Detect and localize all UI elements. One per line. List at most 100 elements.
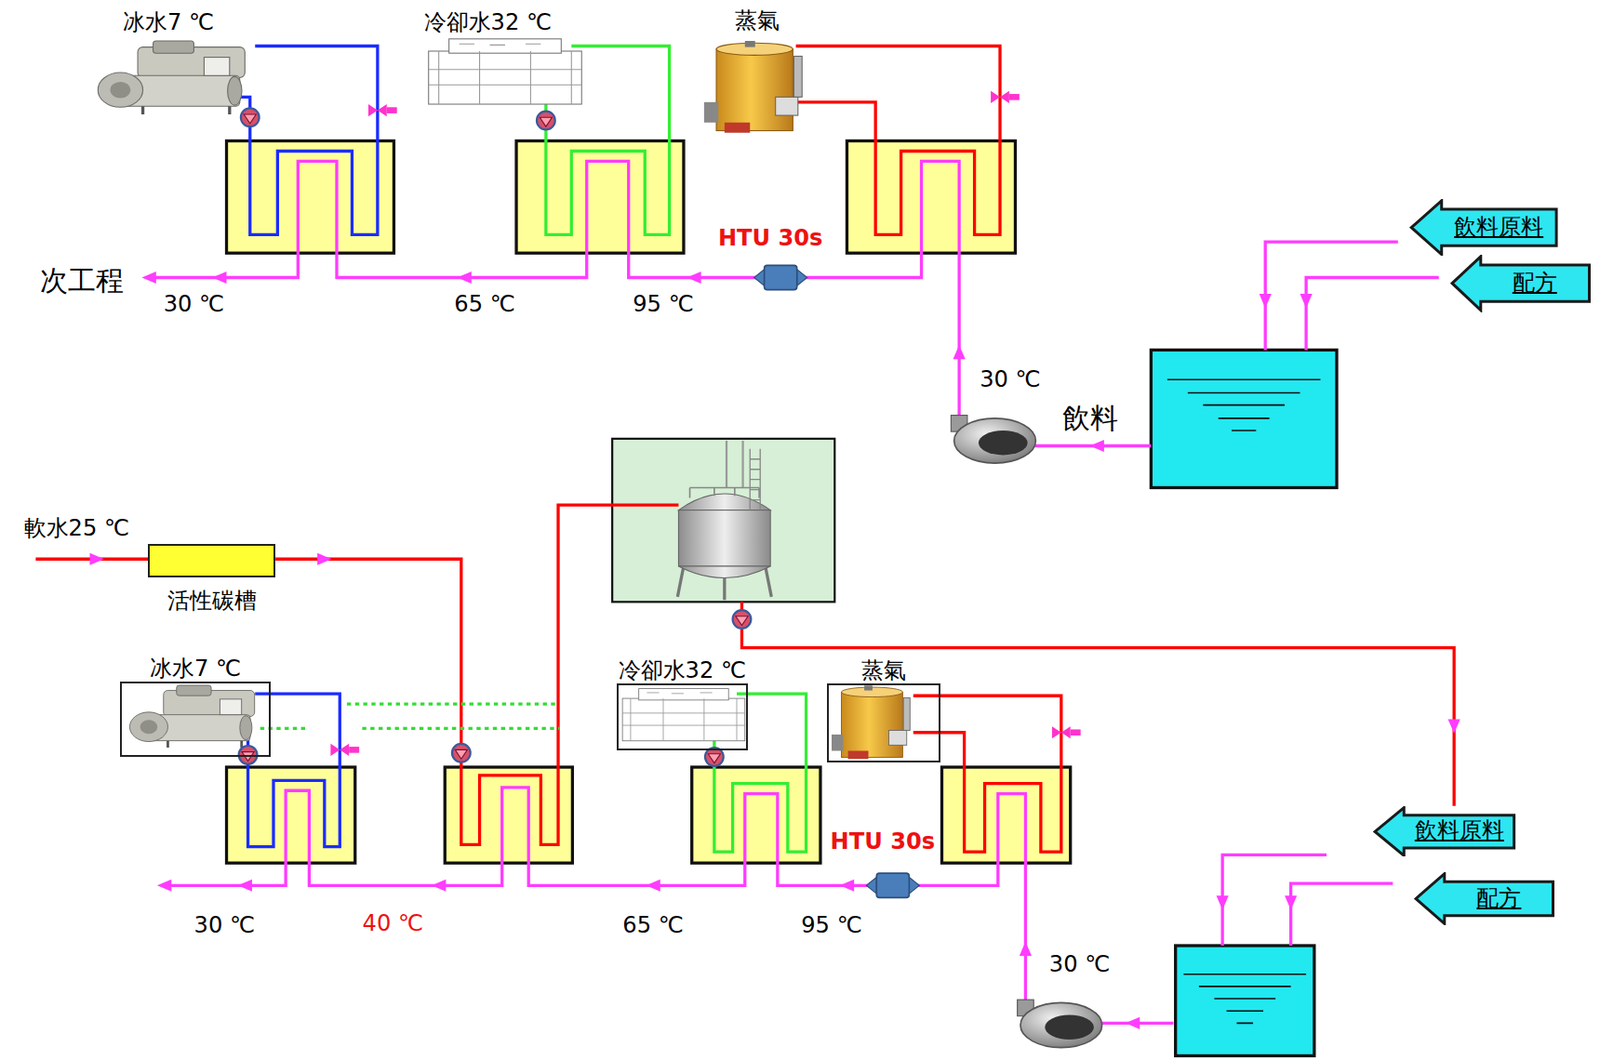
- valve-symbol: [368, 104, 398, 117]
- pipe: [260, 704, 560, 729]
- flow-arrowhead: [1090, 440, 1105, 453]
- flow-label: 30 ℃: [163, 292, 225, 319]
- flow-label: 飲料: [1062, 402, 1119, 435]
- tank-name: 活性碳槽: [167, 588, 257, 615]
- silo-panel: [612, 439, 835, 603]
- silo-panel: [749, 449, 760, 511]
- flow-label: 65 ℃: [622, 912, 683, 940]
- flow-arrowhead: [238, 880, 253, 893]
- input-name: 飲料原料: [1453, 214, 1544, 241]
- flow-label: 30 ℃: [1049, 950, 1110, 978]
- heat-exchanger: [692, 767, 821, 864]
- storage-tank: [1175, 946, 1315, 1056]
- equipment-illustration: [129, 685, 254, 748]
- pipe: [1093, 854, 1393, 1024]
- pump-symbol: [240, 107, 260, 127]
- equipment-name: 蒸氣: [861, 657, 907, 685]
- equipment-name: 冰水7 ℃: [149, 655, 241, 683]
- heat-exchanger: [226, 141, 1071, 865]
- pipe: [741, 601, 1454, 806]
- flow-arrowhead: [431, 880, 446, 893]
- flow-arrowhead: [1259, 293, 1272, 308]
- storage-tank: [1183, 974, 1307, 1025]
- equipment-illustration: [704, 40, 802, 134]
- silo-panel: [678, 566, 771, 579]
- flow-label: 冷卻水32 ℃: [424, 9, 552, 37]
- carbon-tank: 活性碳槽: [147, 544, 276, 578]
- arrow-shape: [1415, 874, 1553, 925]
- flow-label: 冷卻水32 ℃: [424, 10, 552, 37]
- flow-arrowhead: [953, 345, 966, 360]
- input-name: 配方: [1512, 270, 1558, 297]
- tank-name: 活性碳槽: [167, 587, 257, 615]
- heat-exchanger: [444, 767, 573, 864]
- flow-label: HTU 30s: [718, 224, 824, 252]
- heat-exchanger: [941, 767, 1070, 864]
- storage-tank: [1150, 349, 1337, 488]
- silo-panel: [678, 510, 771, 567]
- flow-arrowhead: [141, 271, 156, 284]
- arrow-text-area: 配方: [1480, 265, 1589, 302]
- flow-label: HTU 30s: [830, 829, 936, 856]
- flow-label: HTU 30s: [718, 225, 824, 252]
- equipment-name: 蒸氣: [861, 658, 907, 685]
- valve-symbol: [330, 744, 360, 757]
- flow-label: 95 ℃: [632, 292, 694, 319]
- htu-symbol: [754, 265, 808, 290]
- flow-label: 30 ℃: [1049, 951, 1110, 978]
- flow-label: 30 ℃: [194, 912, 255, 940]
- equipment-name: 冰水7 ℃: [149, 656, 241, 683]
- flow-label: 30 ℃: [979, 366, 1040, 394]
- pipe: [913, 695, 1062, 853]
- flow-arrowhead: [157, 880, 172, 893]
- flow-arrowhead: [1300, 293, 1313, 308]
- pump-symbol: [239, 107, 1103, 1048]
- flow-label: 次工程: [40, 265, 124, 297]
- input-arrow: 飲料原料: [1372, 806, 1518, 858]
- pipe: [1032, 241, 1440, 446]
- flow-arrowhead: [1216, 895, 1229, 910]
- input-name: 配方: [1476, 886, 1521, 913]
- flow-arrowhead: [90, 553, 105, 566]
- input-arrow: 配方: [1449, 254, 1593, 312]
- flow-label: 65 ℃: [453, 291, 515, 319]
- input-arrow: 配方: [1413, 872, 1557, 926]
- equipment-name: 冷卻水32 ℃: [618, 657, 747, 685]
- pipe: [168, 787, 1026, 1006]
- pump-symbol: [733, 610, 752, 629]
- equipment-frame: 冰水7 ℃: [120, 681, 270, 758]
- flow-arrowhead: [90, 271, 1461, 1030]
- arrow-shape: [1452, 256, 1589, 311]
- arrow-shape: [1374, 807, 1515, 856]
- valve-symbol: [1052, 726, 1081, 739]
- valve-symbol: [990, 91, 1020, 104]
- equipment-frame: 冷卻水32 ℃: [616, 683, 749, 751]
- equipment-illustration: [831, 685, 910, 760]
- flow-label: 30 ℃: [979, 367, 1040, 394]
- flow-label: HTU 30s: [830, 828, 936, 856]
- flow-arrowhead: [1019, 942, 1032, 957]
- silo-panel: [677, 566, 772, 600]
- equipment-frame: 蒸氣: [826, 683, 942, 764]
- pump-symbol: [950, 415, 1036, 465]
- valve-symbol: [330, 91, 1080, 757]
- input-name: 飲料原料: [1414, 818, 1505, 845]
- equipment-illustration: [622, 689, 746, 742]
- flow-label: 95 ℃: [800, 912, 862, 940]
- arrow-text-area: 飲料原料: [1440, 209, 1556, 246]
- flow-label: 軟水25 ℃: [24, 516, 130, 543]
- pipe: [35, 46, 1454, 1025]
- flow-arrowhead: [317, 553, 332, 566]
- flow-label: 30 ℃: [194, 913, 255, 940]
- silo-panel: [690, 487, 760, 498]
- pipe: [153, 160, 960, 418]
- htu-symbol: [754, 265, 920, 898]
- flow-arrowhead: [840, 880, 854, 893]
- flow-arrowhead: [1125, 1017, 1140, 1030]
- silo-panel: [612, 439, 835, 603]
- arrow-shape: [1411, 200, 1557, 255]
- flow-arrowhead: [1448, 719, 1461, 734]
- flow-label: 蒸氣: [734, 8, 780, 35]
